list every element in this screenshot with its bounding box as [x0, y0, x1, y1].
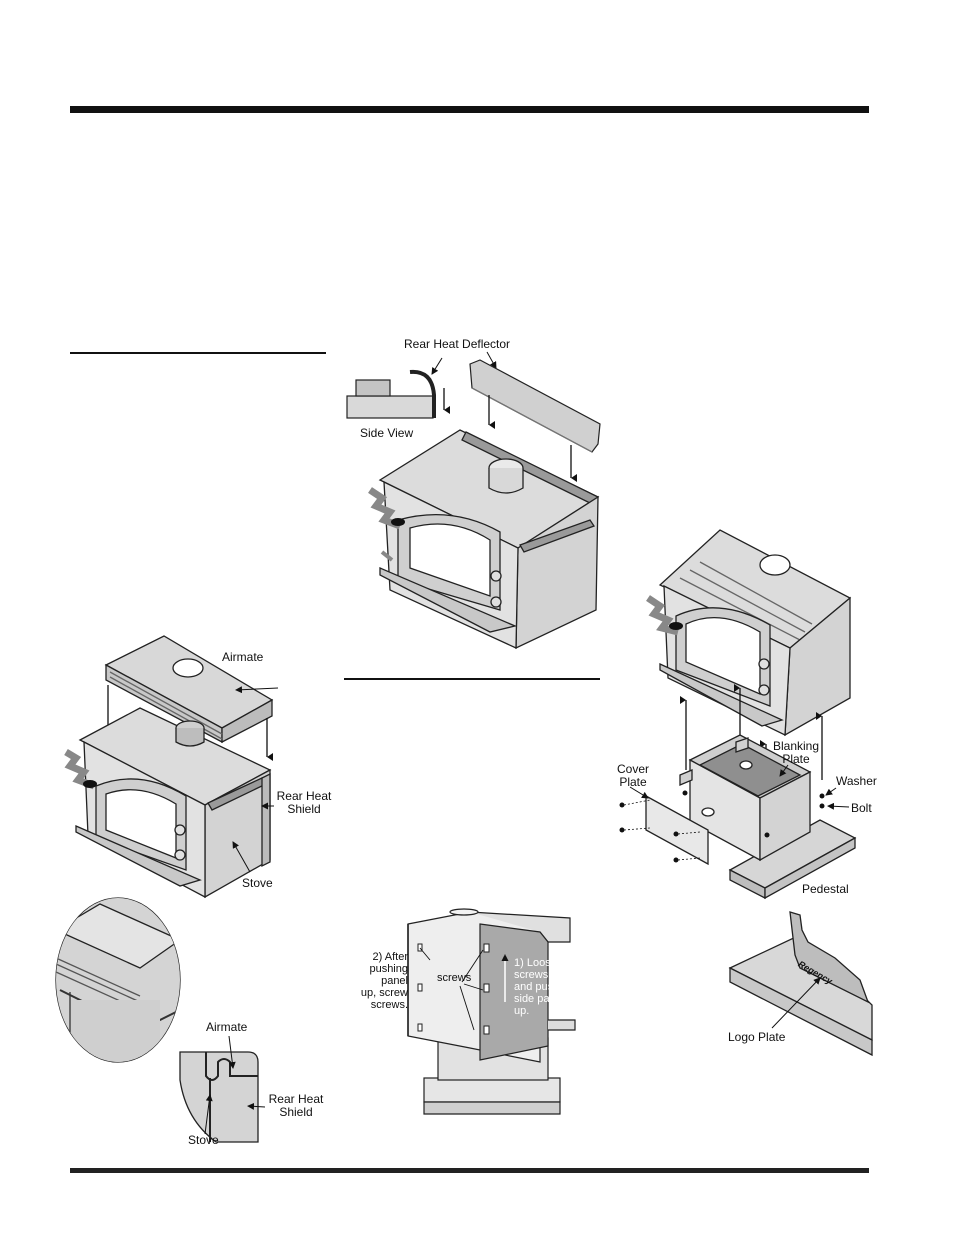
label-detail-rear-heat-shield-line2: Shield	[279, 1105, 313, 1119]
stove-airmate	[75, 707, 272, 899]
label-airmate: Airmate	[222, 650, 264, 664]
side-view-sketch	[346, 369, 436, 419]
label-step-1-line5: up.	[514, 1005, 530, 1017]
label-step-2: 2) After pushing panel up, screw screws.	[344, 951, 408, 1011]
label-step-2-line5: screws.	[370, 999, 408, 1011]
label-detail-rear-heat-shield: Rear Heat Shield	[264, 1093, 328, 1119]
header-rule	[70, 106, 869, 113]
label-rear-heat-shield-line2: Shield	[287, 802, 321, 816]
cross-section	[179, 1051, 259, 1143]
label-step-2-line1: 2) After	[372, 951, 408, 963]
label-washer: Washer	[836, 774, 877, 788]
label-screws: screws	[437, 972, 472, 984]
label-blanking-plate-line1: Blanking	[772, 739, 820, 753]
label-cover-plate-line2: Plate	[619, 775, 647, 789]
label-step-1-line3: and push	[514, 981, 560, 993]
section-rule-left	[70, 352, 326, 354]
label-step-1-line2: screws	[514, 969, 549, 981]
label-blanking-plate: Blanking Plate	[768, 740, 824, 766]
rear-heat-deflector-part	[469, 359, 601, 453]
label-step-1-line4: side panel	[514, 993, 565, 1005]
label-step-2-line2: pushing	[369, 963, 408, 975]
label-logo-plate: Logo Plate	[728, 1030, 786, 1044]
stove-pedestal-top	[658, 529, 852, 737]
label-pedestal: Pedestal	[802, 882, 849, 896]
label-step-2-line4: up, screw	[360, 987, 408, 999]
label-step-1-line1: 1) Loosen	[514, 957, 563, 969]
bolts	[619, 790, 825, 863]
section-rule-middle	[344, 678, 600, 680]
detail-circle	[55, 897, 181, 1063]
label-stove: Stove	[242, 876, 273, 890]
label-step-1: 1) Loosen screws and push side panel up.	[514, 957, 564, 1017]
label-detail-stove: Stove	[188, 1133, 219, 1147]
label-rear-heat-shield-line1: Rear Heat	[276, 789, 332, 803]
label-step-2-line3: panel	[381, 975, 408, 987]
label-blanking-plate-line2: Plate	[782, 752, 810, 766]
label-cover-plate-line1: Cover	[616, 762, 649, 776]
label-rear-heat-deflector: Rear Heat Deflector	[404, 337, 511, 351]
label-bolt: Bolt	[851, 801, 872, 815]
stove-deflector	[378, 429, 600, 650]
label-rear-heat-shield: Rear Heat Shield	[272, 790, 336, 816]
footer-rule	[70, 1168, 869, 1173]
brand-regency-logo: Regency	[796, 958, 835, 987]
label-cover-plate: Cover Plate	[612, 763, 654, 789]
label-detail-rear-heat-shield-line1: Rear Heat	[268, 1092, 324, 1106]
label-side-view: Side View	[360, 426, 414, 440]
label-detail-airmate: Airmate	[206, 1020, 248, 1034]
handle-coil-1	[368, 487, 402, 530]
